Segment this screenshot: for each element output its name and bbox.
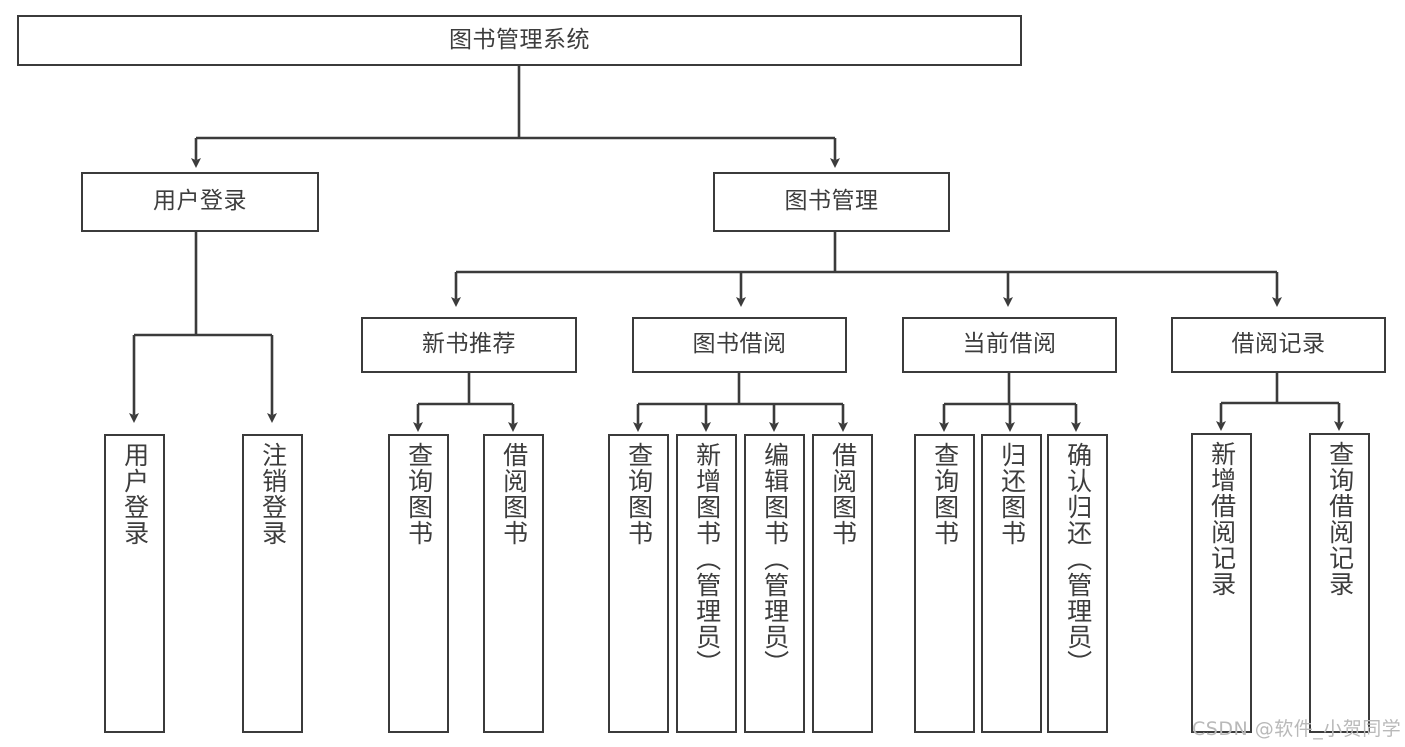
node-leaf-add-book[interactable]: 新增图书（管理员） bbox=[676, 434, 737, 733]
node-leaf-user-logout[interactable]: 注销登录 bbox=[242, 434, 303, 733]
node-book-borrow-label: 图书借阅 bbox=[692, 331, 787, 358]
node-leaf-borrow-book-1-label: 借阅图书 bbox=[499, 442, 529, 546]
node-leaf-confirm-return-label: 确认归还（管理员） bbox=[1063, 442, 1093, 676]
node-leaf-query-book-3[interactable]: 查询图书 bbox=[914, 434, 975, 733]
node-leaf-edit-book-label: 编辑图书（管理员） bbox=[760, 442, 790, 676]
node-leaf-user-logout-label: 注销登录 bbox=[258, 442, 288, 546]
node-leaf-return-book[interactable]: 归还图书 bbox=[981, 434, 1042, 733]
node-leaf-return-book-label: 归还图书 bbox=[997, 442, 1027, 546]
node-leaf-borrow-book-2[interactable]: 借阅图书 bbox=[812, 434, 873, 733]
node-leaf-add-record-label: 新增借阅记录 bbox=[1207, 441, 1237, 597]
node-leaf-query-book-1[interactable]: 查询图书 bbox=[388, 434, 449, 733]
node-leaf-borrow-book-1[interactable]: 借阅图书 bbox=[483, 434, 544, 733]
node-leaf-user-login-label: 用户登录 bbox=[120, 442, 150, 546]
node-user-login[interactable]: 用户登录 bbox=[81, 172, 319, 232]
node-new-book-recommend-label: 新书推荐 bbox=[422, 331, 516, 358]
node-leaf-query-record-label: 查询借阅记录 bbox=[1325, 441, 1355, 597]
node-leaf-query-book-2[interactable]: 查询图书 bbox=[608, 434, 669, 733]
node-leaf-query-book-3-label: 查询图书 bbox=[930, 442, 960, 546]
node-leaf-confirm-return[interactable]: 确认归还（管理员） bbox=[1047, 434, 1108, 733]
node-leaf-user-login[interactable]: 用户登录 bbox=[104, 434, 165, 733]
node-current-borrow[interactable]: 当前借阅 bbox=[902, 317, 1117, 373]
node-leaf-borrow-book-2-label: 借阅图书 bbox=[828, 442, 858, 546]
node-book-manage[interactable]: 图书管理 bbox=[713, 172, 950, 232]
node-leaf-add-book-label: 新增图书（管理员） bbox=[692, 442, 722, 676]
node-leaf-edit-book[interactable]: 编辑图书（管理员） bbox=[744, 434, 805, 733]
node-leaf-query-book-1-label: 查询图书 bbox=[404, 442, 434, 546]
node-book-manage-label: 图书管理 bbox=[784, 188, 879, 215]
node-book-borrow[interactable]: 图书借阅 bbox=[632, 317, 847, 373]
node-new-book-recommend[interactable]: 新书推荐 bbox=[361, 317, 577, 373]
node-borrow-record[interactable]: 借阅记录 bbox=[1171, 317, 1386, 373]
node-current-borrow-label: 当前借阅 bbox=[962, 331, 1057, 358]
node-user-login-label: 用户登录 bbox=[153, 188, 247, 215]
node-leaf-query-book-2-label: 查询图书 bbox=[624, 442, 654, 546]
node-root-label: 图书管理系统 bbox=[449, 26, 590, 53]
node-root[interactable]: 图书管理系统 bbox=[17, 15, 1022, 66]
node-borrow-record-label: 借阅记录 bbox=[1231, 331, 1326, 358]
csdn-watermark: CSDN @软件_小贺同学 bbox=[1192, 718, 1402, 740]
node-leaf-add-record[interactable]: 新增借阅记录 bbox=[1191, 433, 1252, 733]
node-leaf-query-record[interactable]: 查询借阅记录 bbox=[1309, 433, 1370, 733]
